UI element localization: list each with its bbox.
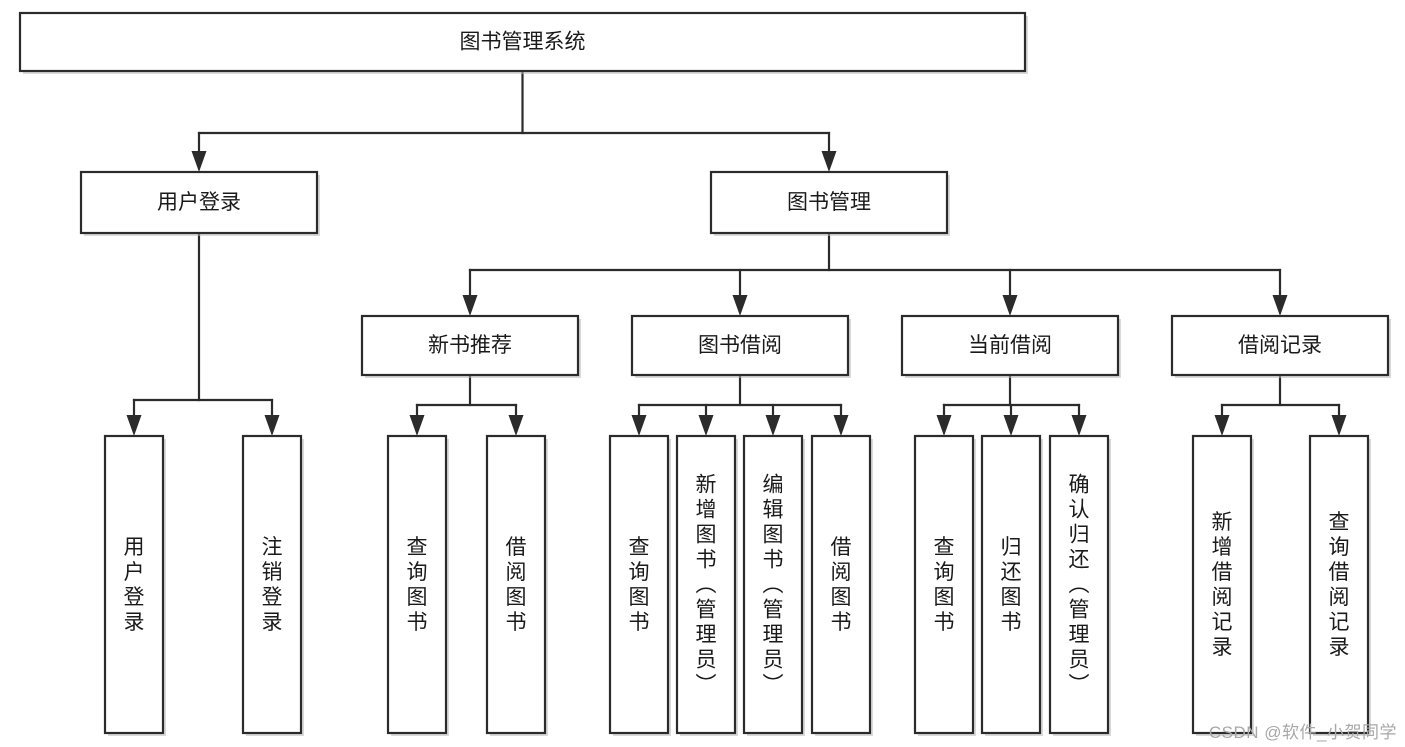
node-rect[interactable] (1170, 314, 1390, 377)
node-current-borrow[interactable]: 当前借阅 (900, 314, 1121, 378)
node-user-login[interactable]: 用户登录 (79, 170, 320, 236)
node-book-manage[interactable]: 图书管理 (709, 170, 950, 236)
node-leaf-confirm-return[interactable]: 确认归还︵管理员︶ (1048, 434, 1111, 736)
node-label: 查询图书 (629, 536, 650, 634)
node-rect[interactable] (630, 314, 850, 377)
edge-group-root (191, 69, 837, 172)
node-label: 借阅记录 (1238, 334, 1322, 357)
node-rect[interactable] (980, 434, 1042, 735)
node-rect[interactable] (1308, 434, 1370, 735)
node-label: 用户登录 (157, 191, 241, 214)
node-rect[interactable] (1048, 434, 1110, 735)
node-rect[interactable] (360, 314, 580, 377)
edge-group-book-borrow (631, 373, 849, 436)
node-rect[interactable] (485, 434, 547, 735)
node-rect[interactable] (608, 434, 670, 735)
node-label: 用户登录 (124, 536, 145, 634)
edge-group-current-borrow (936, 373, 1087, 436)
node-leaf-query-book-1[interactable]: 查询图书 (386, 434, 449, 736)
edge-group-user-login (126, 231, 280, 436)
node-book-borrow[interactable]: 图书借阅 (630, 314, 851, 378)
node-label: 新增图书︵管理员︶ (696, 474, 717, 697)
node-leaf-return-book[interactable]: 归还图书 (980, 434, 1043, 736)
node-rect[interactable] (1191, 434, 1253, 735)
node-label: 图书借阅 (698, 334, 782, 357)
node-leaf-user-login[interactable]: 用户登录 (103, 434, 166, 736)
node-leaf-logout[interactable]: 注销登录 (241, 434, 304, 736)
node-leaf-add-book[interactable]: 新增图书︵管理员︶ (675, 434, 738, 736)
edge-group-new-book-recommend (409, 373, 524, 436)
node-label: 借阅图书 (831, 536, 852, 634)
edge-group-borrow-record (1214, 373, 1347, 436)
node-label: 图书管理 (787, 191, 871, 214)
node-label: 确认归还︵管理员︶ (1069, 474, 1090, 697)
node-label: 图书管理系统 (460, 31, 586, 54)
node-label: 新增借阅记录 (1212, 511, 1233, 659)
nodes-layer: 图书管理系统用户登录图书管理新书推荐图书借阅当前借阅借阅记录用户登录注销登录查询… (18, 11, 1391, 736)
node-borrow-record[interactable]: 借阅记录 (1170, 314, 1391, 378)
node-leaf-borrow-book-1[interactable]: 借阅图书 (485, 434, 548, 736)
node-leaf-query-record[interactable]: 查询借阅记录 (1308, 434, 1371, 736)
node-rect[interactable] (386, 434, 448, 735)
node-rect[interactable] (742, 434, 804, 735)
node-rect[interactable] (709, 170, 949, 235)
node-label: 借阅图书 (506, 536, 527, 634)
node-rect[interactable] (241, 434, 303, 735)
node-rect[interactable] (103, 434, 165, 735)
node-label: 查询图书 (934, 536, 955, 634)
node-rect[interactable] (900, 314, 1120, 377)
node-label: 查询图书 (407, 536, 428, 634)
node-root[interactable]: 图书管理系统 (18, 11, 1028, 74)
node-label: 归还图书 (1001, 536, 1022, 634)
edges-layer (126, 69, 1347, 436)
node-label: 新书推荐 (428, 334, 512, 357)
node-leaf-query-book-2[interactable]: 查询图书 (608, 434, 671, 736)
node-leaf-edit-book[interactable]: 编辑图书︵管理员︶ (742, 434, 805, 736)
node-leaf-query-book-3[interactable]: 查询图书 (913, 434, 976, 736)
node-new-book-recommend[interactable]: 新书推荐 (360, 314, 581, 378)
node-rect[interactable] (79, 170, 319, 235)
node-label: 查询借阅记录 (1329, 511, 1350, 659)
edge-group-book-manage (462, 231, 1288, 316)
node-leaf-borrow-book-2[interactable]: 借阅图书 (810, 434, 873, 736)
node-rect[interactable] (18, 11, 1027, 73)
node-rect[interactable] (913, 434, 975, 735)
node-label: 注销登录 (262, 536, 283, 634)
node-rect[interactable] (675, 434, 737, 735)
node-rect[interactable] (810, 434, 872, 735)
node-leaf-add-record[interactable]: 新增借阅记录 (1191, 434, 1254, 736)
node-label: 当前借阅 (968, 334, 1052, 357)
node-label: 编辑图书︵管理员︶ (763, 474, 784, 697)
